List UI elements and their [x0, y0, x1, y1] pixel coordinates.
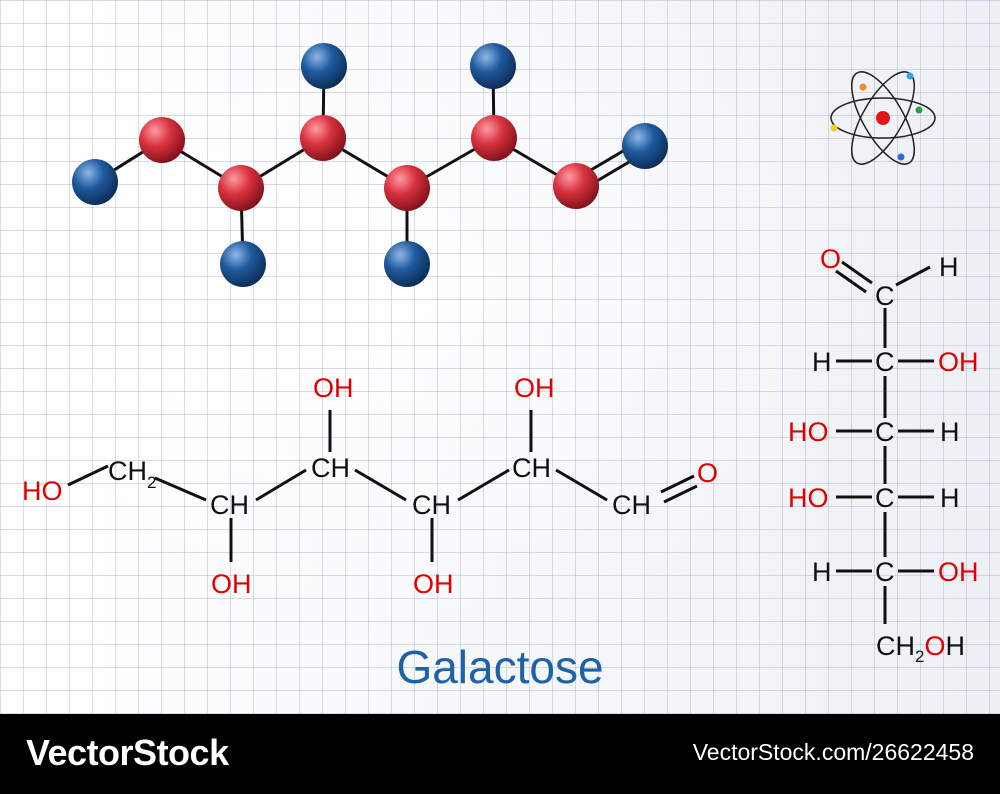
- label-ch: CH: [512, 453, 551, 483]
- fischer-projection-bonds: [835, 260, 934, 624]
- label-ho: HO: [788, 417, 829, 447]
- label-c: C: [875, 347, 895, 377]
- label-subscript-2: 2: [147, 473, 156, 492]
- label-h: H: [940, 483, 960, 513]
- atom-ball-blue: [622, 123, 668, 169]
- label-subscript-2: 2: [915, 647, 924, 666]
- label-c: C: [875, 483, 895, 513]
- label-oh: OH: [413, 569, 454, 599]
- stock-id: VectorStock.com/26622458: [692, 739, 974, 765]
- atom-ball-red: [384, 165, 430, 211]
- label-o: O: [820, 244, 841, 274]
- atom-ball-red: [139, 117, 185, 163]
- label-ch: CH: [612, 490, 651, 520]
- label-h: H: [939, 252, 959, 282]
- atom-icon: [830, 71, 936, 165]
- label-h: H: [812, 557, 832, 587]
- label-ch: CH: [412, 490, 451, 520]
- carbon-oxygen-atoms: [139, 115, 599, 211]
- label-oh: OH: [211, 569, 252, 599]
- label-ho: HO: [788, 483, 829, 513]
- label-ch: CH: [108, 456, 147, 486]
- atom-ball-red: [218, 165, 264, 211]
- atom-ball-red: [300, 115, 346, 161]
- label-oh: OH: [313, 373, 354, 403]
- label-ch: CH: [876, 631, 915, 661]
- galactose-illustration: HO CH2 CH OH CH OH CH OH CH OH CH O O H …: [22, 43, 979, 693]
- label-ho: HO: [22, 476, 63, 506]
- label-oh: OH: [514, 373, 555, 403]
- label-oh: OH: [938, 557, 979, 587]
- atom-ball-blue: [72, 159, 118, 205]
- atom-ball-blue: [470, 43, 516, 89]
- atom-ball-blue: [220, 241, 266, 287]
- label-oh: OH: [938, 347, 979, 377]
- atom-ball-red: [471, 115, 517, 161]
- svg-text:CH2: CH2: [108, 456, 156, 492]
- label-c: C: [875, 417, 895, 447]
- ball-and-stick-model: [94, 65, 647, 265]
- label-c: C: [875, 557, 895, 587]
- fischer-projection-labels: O H C H C OH HO C H HO C H H C OH CH2OH: [788, 244, 979, 666]
- svg-text:HO: HO: [22, 476, 63, 506]
- label-h: H: [945, 631, 965, 661]
- atom-ball-blue: [301, 43, 347, 89]
- label-h: H: [940, 417, 960, 447]
- footer-bar: VectorStock VectorStock.com/26622458: [0, 714, 1000, 794]
- label-ch: CH: [311, 453, 350, 483]
- label-h: H: [812, 347, 832, 377]
- svg-text:CH2OH: CH2OH: [876, 631, 965, 666]
- hydrogen-atoms: [72, 43, 668, 287]
- label-o: O: [697, 458, 718, 488]
- skeletal-formula-labels: HO CH2 CH OH CH OH CH OH CH OH CH O: [22, 373, 718, 599]
- brand-logo: VectorStock: [26, 732, 229, 773]
- label-o: O: [924, 631, 945, 661]
- label-ch: CH: [210, 490, 249, 520]
- atom-ball-blue: [384, 241, 430, 287]
- atom-ball-red: [553, 163, 599, 209]
- molecule-title: Galactose: [396, 641, 603, 693]
- skeletal-formula-bonds: [67, 410, 698, 562]
- label-c: C: [875, 281, 895, 311]
